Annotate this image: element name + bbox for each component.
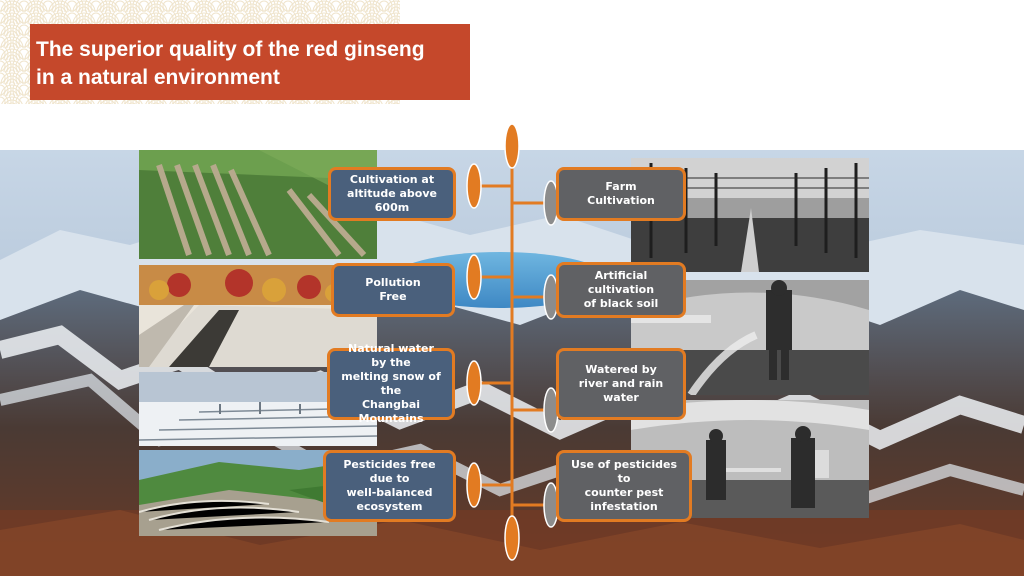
label-artificial-cultivation: Artificial cultivation of black soil [556, 262, 686, 318]
label-use-of-pesticides: Use of pesticides to counter pest infest… [556, 450, 692, 522]
label-farm-cultivation: Farm Cultivation [556, 167, 686, 221]
label-artificial-cultivation-text: Artificial cultivation of black soil [583, 269, 659, 310]
label-natural-water-text: Natural water by the melting snow of the… [341, 342, 441, 425]
label-use-of-pesticides-text: Use of pesticides to counter pest infest… [570, 458, 678, 513]
label-watered-by-river: Watered by river and rain water [556, 348, 686, 420]
label-farm-cultivation-text: Farm Cultivation [587, 180, 655, 207]
title-line-1: The superior quality of the red ginseng [36, 38, 425, 61]
label-pesticides-free: Pesticides free due to well-balanced eco… [323, 450, 456, 522]
label-pesticides-free-text: Pesticides free due to well-balanced eco… [343, 458, 436, 513]
label-watered-by-river-text: Watered by river and rain water [578, 363, 664, 404]
label-cultivation-altitude: Cultivation at altitude above 600m [328, 167, 456, 221]
title-line-2: in a natural environment [36, 66, 280, 89]
title-banner: The superior quality of the red ginseng … [30, 24, 470, 100]
label-natural-water: Natural water by the melting snow of the… [327, 342, 455, 425]
label-cultivation-altitude-text: Cultivation at altitude above 600m [347, 173, 437, 214]
label-pollution-free: Pollution Free [331, 263, 455, 317]
label-pollution-free-text: Pollution Free [365, 276, 421, 303]
